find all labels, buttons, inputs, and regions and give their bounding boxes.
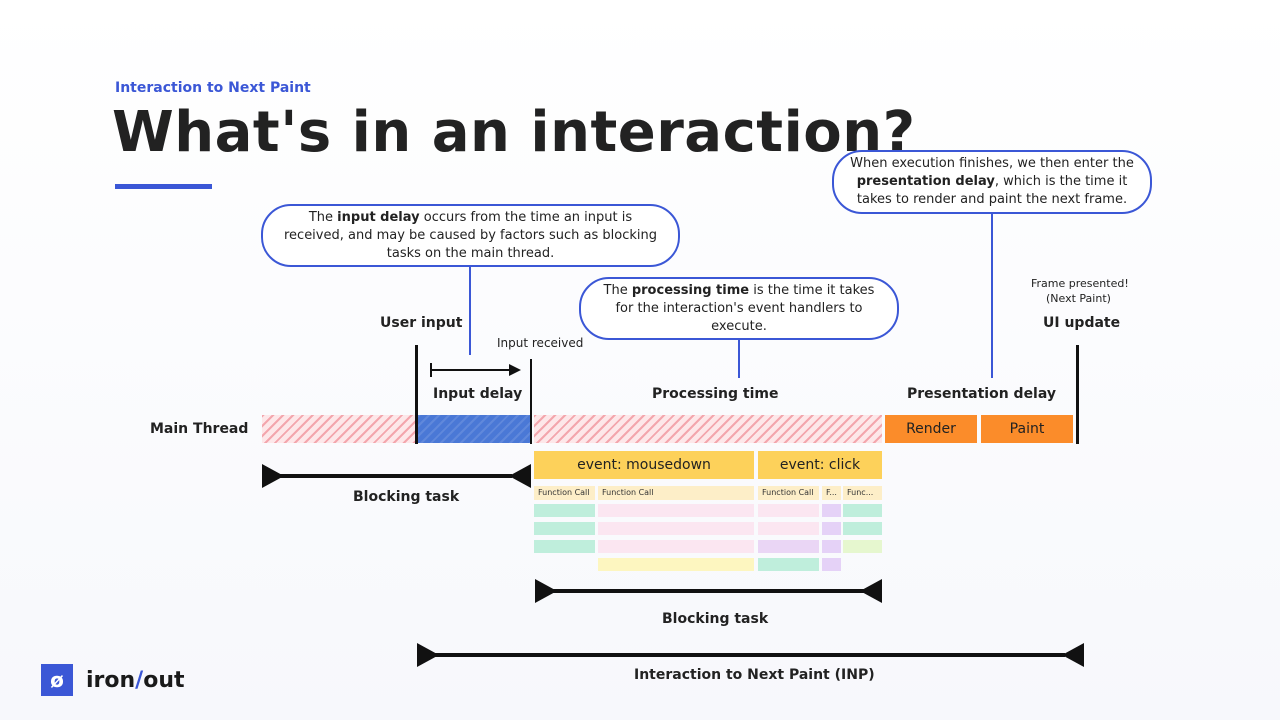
- blocking-task-2-line: [553, 589, 864, 593]
- function-call: Function Call: [758, 486, 819, 500]
- label-blocking-task-2: Blocking task: [662, 611, 769, 627]
- page-title: What's in an interaction?: [112, 100, 916, 165]
- inp-left-arrow: [417, 643, 439, 667]
- flame-cell: [843, 522, 882, 535]
- label-ui-update: UI update: [1043, 315, 1121, 331]
- inp-right-arrow: [1062, 643, 1084, 667]
- function-call: Func...: [843, 486, 882, 500]
- label-presentation-delay: Presentation delay: [907, 386, 1057, 402]
- flame-cell: [758, 558, 819, 571]
- title-underline: [115, 184, 212, 189]
- input-delay-arrow-head: [509, 364, 521, 376]
- flame-cell: [758, 540, 819, 553]
- label-frame-presented: Frame presented!: [1031, 277, 1129, 290]
- kicker: Interaction to Next Paint: [115, 80, 311, 96]
- flame-cell: [843, 504, 882, 517]
- blocking-task-2-left-arrow: [535, 579, 557, 603]
- flame-cell: [822, 504, 841, 517]
- flame-cell: [534, 504, 595, 517]
- flame-cell: [534, 540, 595, 553]
- main-thread-hatch-processing: [534, 415, 882, 443]
- flame-cell: [843, 540, 882, 553]
- flame-cell: [598, 540, 754, 553]
- blocking-task-1-right-arrow: [509, 464, 531, 488]
- label-next-paint: (Next Paint): [1046, 292, 1111, 305]
- label-user-input: User input: [380, 315, 463, 331]
- connector-input-delay: [469, 267, 471, 355]
- label-input-received: Input received: [497, 336, 584, 350]
- connector-processing-time: [738, 340, 740, 378]
- function-call: Function Call: [598, 486, 754, 500]
- input-received-marker: [530, 359, 532, 444]
- ironout-logo-icon: ø: [41, 664, 73, 696]
- label-processing-time: Processing time: [652, 386, 779, 402]
- callout-processing-time: The processing time is the time it takes…: [579, 277, 899, 340]
- blocking-task-2-right-arrow: [860, 579, 882, 603]
- inp-line: [435, 653, 1065, 657]
- event-mousedown: event: mousedown: [534, 451, 754, 479]
- callout-input-delay: The input delay occurs from the time an …: [261, 204, 680, 267]
- render-block: Render: [885, 415, 977, 443]
- label-main-thread: Main Thread: [150, 421, 249, 437]
- connector-presentation-delay: [991, 214, 993, 378]
- event-click: event: click: [758, 451, 882, 479]
- flame-cell: [822, 540, 841, 553]
- input-delay-arrow-line: [431, 369, 511, 371]
- flame-cell: [598, 522, 754, 535]
- flame-cell: [534, 522, 595, 535]
- blocking-task-1-left-arrow: [262, 464, 284, 488]
- flame-cell: [822, 558, 841, 571]
- user-input-marker: [415, 345, 418, 444]
- ui-update-marker: [1076, 345, 1079, 444]
- label-inp: Interaction to Next Paint (INP): [634, 667, 875, 683]
- input-delay-arrow-tail: [430, 363, 432, 377]
- blocking-task-1-line: [280, 474, 512, 478]
- flame-cell: [758, 504, 819, 517]
- flame-cell: [822, 522, 841, 535]
- paint-block: Paint: [981, 415, 1073, 443]
- ironout-logo-text: iron/out: [86, 668, 185, 693]
- input-delay-bar: [418, 415, 530, 443]
- flame-cell: [758, 522, 819, 535]
- label-blocking-task-1: Blocking task: [353, 489, 460, 505]
- main-thread-hatch-pre: [262, 415, 417, 443]
- flame-cell: [598, 504, 754, 517]
- function-call: F...: [822, 486, 841, 500]
- callout-presentation-delay: When execution finishes, we then enter t…: [832, 150, 1152, 214]
- flame-cell: [598, 558, 754, 571]
- function-call: Function Call: [534, 486, 595, 500]
- label-input-delay: Input delay: [433, 386, 523, 402]
